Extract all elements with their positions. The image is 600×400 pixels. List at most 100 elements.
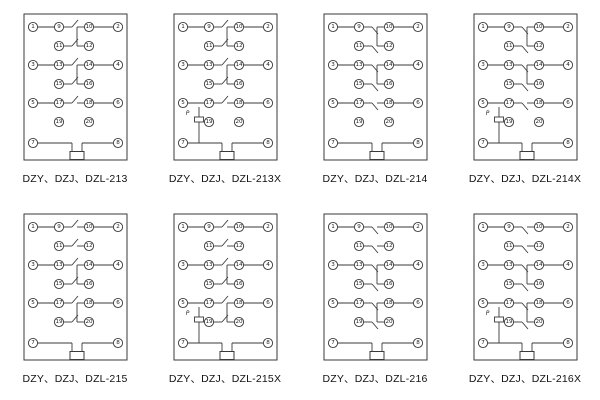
svg-text:12: 12 xyxy=(385,43,392,49)
svg-text:9: 9 xyxy=(357,224,361,230)
svg-text:2: 2 xyxy=(266,24,270,30)
svg-text:13: 13 xyxy=(55,262,63,268)
svg-text:7: 7 xyxy=(481,140,485,146)
svg-text:12: 12 xyxy=(235,243,242,249)
svg-text:7: 7 xyxy=(481,340,485,346)
svg-text:19: 19 xyxy=(505,319,513,325)
svg-text:10: 10 xyxy=(385,224,393,230)
svg-text:20: 20 xyxy=(535,319,543,325)
svg-text:18: 18 xyxy=(85,100,93,106)
svg-text:19: 19 xyxy=(505,119,513,125)
svg-text:9: 9 xyxy=(57,224,61,230)
svg-text:18: 18 xyxy=(385,100,393,106)
svg-text:P: P xyxy=(185,310,189,317)
svg-text:20: 20 xyxy=(85,119,93,125)
diagram-label: DZY、DZJ、DZL-213X xyxy=(168,173,282,185)
svg-text:13: 13 xyxy=(505,262,513,268)
svg-text:12: 12 xyxy=(535,43,542,49)
svg-text:13: 13 xyxy=(205,262,213,268)
svg-text:3: 3 xyxy=(481,262,485,268)
svg-text:10: 10 xyxy=(235,24,243,30)
svg-text:1: 1 xyxy=(331,24,335,30)
svg-text:15: 15 xyxy=(355,281,363,287)
svg-text:15: 15 xyxy=(55,281,63,287)
svg-text:17: 17 xyxy=(505,100,513,106)
diagram-label: DZY、DZJ、DZL-215 xyxy=(22,373,128,385)
svg-text:18: 18 xyxy=(535,100,543,106)
svg-text:2: 2 xyxy=(416,224,420,230)
svg-text:19: 19 xyxy=(205,319,213,325)
svg-text:11: 11 xyxy=(205,43,213,49)
svg-text:1: 1 xyxy=(331,224,335,230)
svg-text:3: 3 xyxy=(481,62,485,68)
svg-text:5: 5 xyxy=(481,300,485,306)
svg-text:8: 8 xyxy=(266,140,270,146)
svg-text:17: 17 xyxy=(505,300,513,306)
svg-text:14: 14 xyxy=(235,62,243,68)
svg-text:16: 16 xyxy=(535,281,543,287)
svg-text:6: 6 xyxy=(116,300,120,306)
svg-text:12: 12 xyxy=(385,243,392,249)
svg-text:15: 15 xyxy=(55,81,63,87)
svg-text:17: 17 xyxy=(55,100,63,106)
svg-text:4: 4 xyxy=(266,62,270,68)
svg-text:20: 20 xyxy=(535,119,543,125)
svg-text:10: 10 xyxy=(535,224,543,230)
svg-text:6: 6 xyxy=(566,100,570,106)
svg-text:14: 14 xyxy=(85,62,93,68)
svg-text:17: 17 xyxy=(355,100,363,106)
svg-text:6: 6 xyxy=(416,100,420,106)
svg-text:11: 11 xyxy=(205,243,213,249)
svg-text:8: 8 xyxy=(266,340,270,346)
svg-text:7: 7 xyxy=(331,140,335,146)
svg-text:9: 9 xyxy=(207,224,211,230)
svg-text:4: 4 xyxy=(566,262,570,268)
diagram-label: DZY、DZJ、DZL-214 xyxy=(322,173,428,185)
svg-text:12: 12 xyxy=(85,243,92,249)
diagram-label: DZY、DZJ、DZL-213 xyxy=(22,173,128,185)
svg-text:P: P xyxy=(185,110,189,117)
svg-text:6: 6 xyxy=(566,300,570,306)
svg-text:18: 18 xyxy=(535,300,543,306)
svg-text:16: 16 xyxy=(85,281,93,287)
svg-text:6: 6 xyxy=(116,100,120,106)
svg-text:17: 17 xyxy=(355,300,363,306)
svg-text:11: 11 xyxy=(55,243,63,249)
diagram-label: DZY、DZJ、DZL-216X xyxy=(468,373,582,385)
svg-text:16: 16 xyxy=(235,281,243,287)
svg-text:20: 20 xyxy=(85,319,93,325)
svg-text:9: 9 xyxy=(507,224,511,230)
svg-text:15: 15 xyxy=(205,81,213,87)
svg-text:3: 3 xyxy=(331,262,335,268)
svg-text:19: 19 xyxy=(355,319,363,325)
svg-text:12: 12 xyxy=(535,243,542,249)
svg-text:13: 13 xyxy=(355,62,363,68)
svg-text:3: 3 xyxy=(181,262,185,268)
svg-text:20: 20 xyxy=(385,119,393,125)
svg-text:13: 13 xyxy=(505,62,513,68)
svg-text:9: 9 xyxy=(57,24,61,30)
svg-text:5: 5 xyxy=(331,300,335,306)
svg-text:4: 4 xyxy=(416,262,420,268)
svg-text:8: 8 xyxy=(566,340,570,346)
svg-text:7: 7 xyxy=(181,140,185,146)
diagram-label: DZY、DZJ、DZL-215X xyxy=(168,373,282,385)
svg-text:11: 11 xyxy=(55,43,63,49)
svg-text:1: 1 xyxy=(181,24,185,30)
svg-text:5: 5 xyxy=(181,100,185,106)
svg-text:2: 2 xyxy=(116,224,120,230)
svg-text:10: 10 xyxy=(85,24,93,30)
svg-text:4: 4 xyxy=(566,62,570,68)
svg-text:11: 11 xyxy=(505,43,513,49)
svg-text:8: 8 xyxy=(116,140,120,146)
svg-text:4: 4 xyxy=(116,62,120,68)
svg-text:3: 3 xyxy=(331,62,335,68)
svg-text:20: 20 xyxy=(385,319,393,325)
